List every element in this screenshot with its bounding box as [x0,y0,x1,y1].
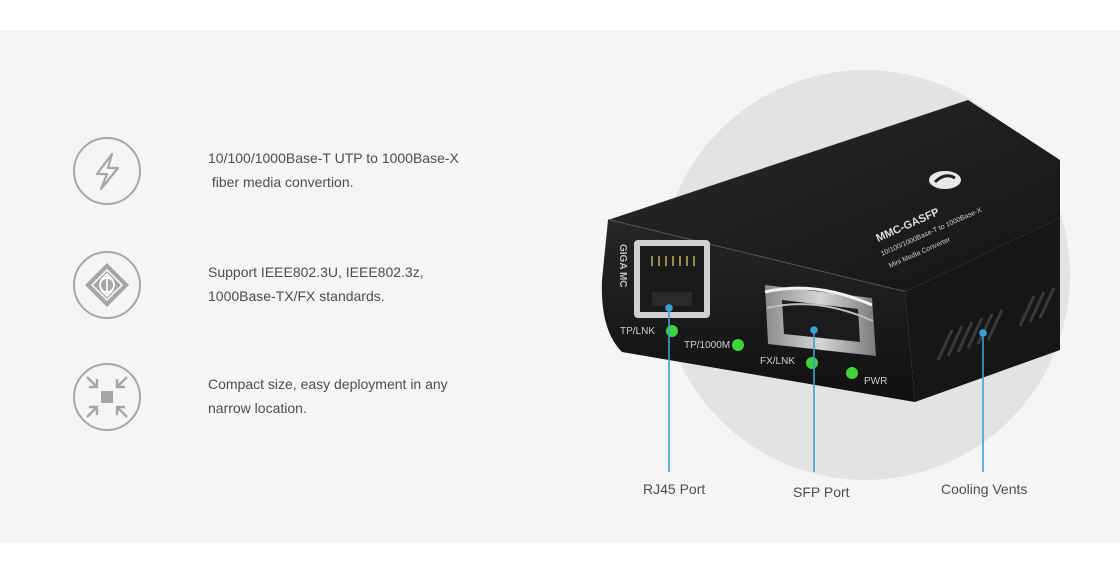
rj45-port [634,240,710,318]
sfp-port-label: SFP Port [793,484,850,500]
brand-logo [929,171,961,189]
rj45-port-label: RJ45 Port [643,481,706,497]
feature-text-line: Compact size, easy deployment in any [208,376,448,392]
feature-description: Support IEEE802.3U, IEEE802.3z, 1000Base… [208,260,508,308]
sfp-port [764,285,876,356]
device-side [905,218,1060,402]
led-label-tp-lnk: TP/LNK [620,326,655,337]
led-label-fx-lnk: FX/LNK [760,356,795,367]
led-label-tp-1000m: TP/1000M [684,340,730,351]
cooling-vents [936,287,1056,361]
standards-diamond-icon [73,251,141,319]
feature-text-line: narrow location. [208,400,307,416]
media-converter-photo: MMC-GASFP 10/100/1000Base-T to 1000Base-… [601,70,1070,480]
feature-item-conversion: 10/100/1000Base-T UTP to 1000Base-X fibe… [0,126,560,216]
feature-description: Compact size, easy deployment in any nar… [208,372,508,420]
feature-text-line: Support IEEE802.3U, IEEE802.3z, [208,264,424,280]
lightning-bolt-icon [73,137,141,205]
compact-arrows-icon [73,363,141,431]
feature-text-line: 10/100/1000Base-T UTP to 1000Base-X [208,150,459,166]
device-side-label: GIGA MC [617,244,628,288]
cooling-vents-label: Cooling Vents [941,481,1028,497]
feature-description: 10/100/1000Base-T UTP to 1000Base-X fibe… [208,146,508,194]
feature-item-standards: Support IEEE802.3U, IEEE802.3z, 1000Base… [0,240,560,330]
led-label-pwr: PWR [864,376,887,387]
vents-callout-dot [979,329,987,337]
device-top [608,100,1060,292]
feature-item-compact: Compact size, easy deployment in any nar… [0,352,560,442]
feature-text-line: fiber media convertion. [208,174,354,190]
sfp-callout-dot [810,326,818,334]
feature-text-line: 1000Base-TX/FX standards. [208,288,385,304]
rj45-callout-dot [665,304,673,312]
